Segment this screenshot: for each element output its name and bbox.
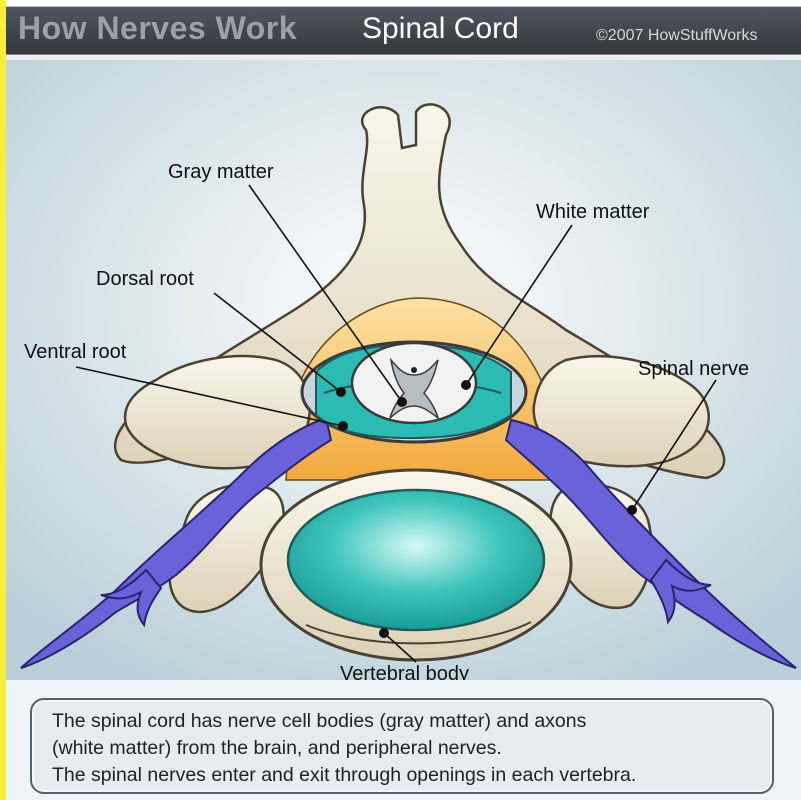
caption-line-1: The spinal cord has nerve cell bodies (g…	[52, 710, 586, 733]
dot-dorsal-root	[336, 387, 346, 397]
caption-line-2: (white matter) from the brain, and perip…	[52, 737, 502, 760]
dot-white-matter	[461, 380, 471, 390]
label-vertebral-body: Vertebral body	[340, 663, 469, 680]
dot-ventral-root	[338, 421, 348, 431]
dot-vertebral-body	[379, 628, 389, 638]
dot-spinal-nerve	[627, 505, 637, 515]
label-ventral-root: Ventral root	[24, 341, 127, 363]
page-title: How Nerves Work	[18, 10, 297, 47]
illustration-frame: How Nerves Work Spinal Cord ©2007 HowStu…	[6, 0, 801, 800]
label-dorsal-root: Dorsal root	[96, 268, 194, 290]
spinal-cord-diagram: Gray matter White matter Dorsal root Ven…	[6, 60, 801, 680]
label-white-matter: White matter	[536, 201, 650, 223]
title-bar: How Nerves Work Spinal Cord ©2007 HowStu…	[6, 0, 801, 60]
caption-box: The spinal cord has nerve cell bodies (g…	[30, 698, 774, 794]
caption-line-3: The spinal nerves enter and exit through…	[52, 764, 636, 787]
page-subtitle: Spinal Cord	[362, 12, 519, 46]
copyright-notice: ©2007 HowStuffWorks	[596, 27, 758, 45]
central-canal	[411, 367, 417, 373]
intervertebral-disc	[288, 490, 544, 630]
dot-gray-matter	[397, 397, 407, 407]
label-gray-matter: Gray matter	[168, 161, 274, 183]
label-spinal-nerve: Spinal nerve	[638, 358, 749, 380]
